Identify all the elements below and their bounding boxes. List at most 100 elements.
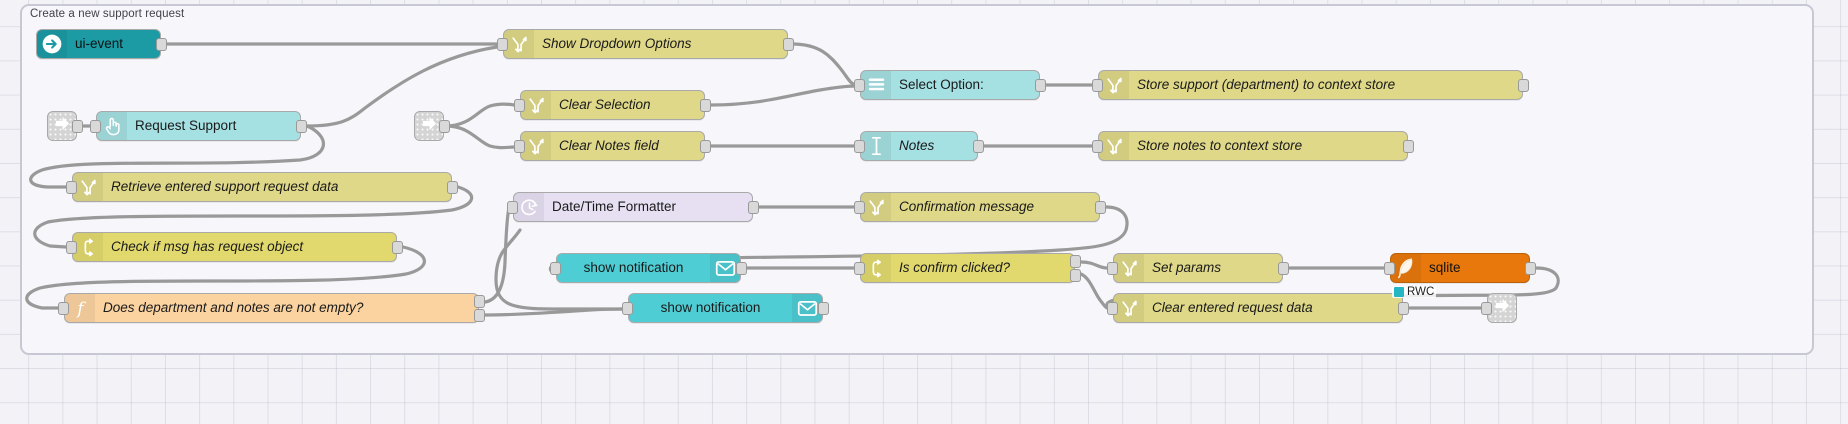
status-badge-sqlite-status: RWC	[1392, 286, 1437, 298]
port-output-show-dropdown-0[interactable]	[783, 38, 794, 51]
node-confirmation[interactable]: Confirmation message	[860, 192, 1100, 222]
port-input-show-notif-2[interactable]	[622, 302, 633, 315]
node-set-params[interactable]: Set params	[1113, 253, 1283, 283]
port-input-datetime-fmt[interactable]	[507, 201, 518, 214]
port-input-show-dropdown[interactable]	[497, 38, 508, 51]
port-input-does-dept-notes[interactable]	[58, 302, 69, 315]
port-input-clear-notes[interactable]	[514, 140, 525, 153]
port-input-set-params[interactable]	[1107, 262, 1118, 275]
node-ui-event[interactable]: ui-event	[36, 29, 161, 59]
port-output-notes-0[interactable]	[973, 140, 984, 153]
port-output-clear-entered-0[interactable]	[1398, 302, 1409, 315]
change-icon	[1099, 132, 1129, 160]
node-label: Clear entered request data	[1152, 301, 1313, 315]
port-input-is-confirm[interactable]	[854, 262, 865, 275]
port-output-store-notes-0[interactable]	[1403, 140, 1414, 153]
node-label: Confirmation message	[899, 200, 1035, 214]
change-icon	[1099, 71, 1129, 99]
status-text: RWC	[1407, 286, 1435, 298]
node-clear-notes[interactable]: Clear Notes field	[520, 131, 705, 161]
link-in-icon	[419, 113, 440, 139]
node-label: Does department and notes are not empty?	[103, 301, 364, 315]
feather-icon	[1391, 254, 1421, 282]
node-store-notes[interactable]: Store notes to context store	[1098, 131, 1408, 161]
node-label: Select Option:	[899, 78, 984, 92]
port-input-select-option[interactable]	[854, 79, 865, 92]
text-cursor-icon	[861, 132, 891, 160]
link-in-icon	[52, 113, 73, 139]
port-output-retrieve-data-0[interactable]	[447, 181, 458, 194]
port-output-link-in-request[interactable]	[72, 120, 83, 133]
link-out-icon	[1492, 295, 1513, 321]
node-clear-entered[interactable]: Clear entered request data	[1113, 293, 1403, 323]
port-output-does-dept-notes-0[interactable]	[474, 295, 485, 308]
wire-retrieve-checkmsg	[33, 185, 474, 249]
status-dot-icon	[1394, 287, 1404, 297]
port-input-clear-entered[interactable]	[1107, 302, 1118, 315]
port-input-retrieve-data[interactable]	[66, 181, 77, 194]
node-show-notif-1[interactable]: show notification	[556, 253, 741, 283]
node-label: Set params	[1152, 261, 1222, 275]
port-input-store-support[interactable]	[1092, 79, 1103, 92]
node-datetime-fmt[interactable]: Date/Time Formatter	[513, 192, 753, 222]
port-input-request-support[interactable]	[90, 120, 101, 133]
port-output-clear-notes-0[interactable]	[700, 140, 711, 153]
port-output-is-confirm-0[interactable]	[1070, 255, 1081, 268]
port-output-show-notif-1-0[interactable]	[736, 262, 747, 275]
switch-icon	[861, 254, 891, 282]
arrow-circle-icon	[37, 30, 67, 58]
node-check-msg[interactable]: Check if msg has request object	[72, 232, 397, 262]
port-output-show-notif-2-0[interactable]	[818, 302, 829, 315]
port-input-sqlite[interactable]	[1384, 262, 1395, 275]
svg-text:f: f	[75, 299, 86, 318]
node-label: Clear Notes field	[559, 139, 659, 153]
port-output-confirmation-0[interactable]	[1095, 201, 1106, 214]
port-output-set-params-0[interactable]	[1278, 262, 1289, 275]
node-is-confirm[interactable]: Is confirm clicked?	[860, 253, 1075, 283]
change-icon	[521, 91, 551, 119]
port-input-clear-selection[interactable]	[514, 99, 525, 112]
change-icon	[73, 173, 103, 201]
port-output-link-in-clear[interactable]	[439, 120, 450, 133]
node-clear-selection[interactable]: Clear Selection	[520, 90, 705, 120]
port-output-check-msg-0[interactable]	[392, 241, 403, 254]
port-input-confirmation[interactable]	[854, 201, 865, 214]
flow-group-label: Create a new support request	[30, 8, 185, 20]
port-output-store-support-0[interactable]	[1518, 79, 1529, 92]
node-does-dept-notes[interactable]: f Does department and notes are not empty…	[64, 293, 479, 323]
node-link-out-end[interactable]	[1487, 293, 1517, 323]
port-output-sqlite-0[interactable]	[1525, 262, 1536, 275]
port-output-datetime-fmt-0[interactable]	[748, 201, 759, 214]
change-icon	[521, 132, 551, 160]
port-output-does-dept-notes-1[interactable]	[474, 309, 485, 322]
node-label: Clear Selection	[559, 98, 651, 112]
node-label: show notification	[583, 261, 684, 275]
node-show-dropdown[interactable]: Show Dropdown Options	[503, 29, 788, 59]
port-input-show-notif-1[interactable]	[550, 262, 561, 275]
port-input-link-out-end[interactable]	[1481, 302, 1492, 315]
node-retrieve-data[interactable]: Retrieve entered support request data	[72, 172, 452, 202]
port-output-is-confirm-1[interactable]	[1070, 269, 1081, 282]
wire-isconfirm-setparams	[1079, 260, 1109, 270]
port-output-select-option-0[interactable]	[1035, 79, 1046, 92]
node-link-in-request[interactable]	[47, 111, 77, 141]
node-show-notif-2[interactable]: show notification	[628, 293, 823, 323]
wire-clearselection-selectoption	[709, 84, 858, 107]
node-select-option[interactable]: Select Option:	[860, 70, 1040, 100]
port-output-ui-event-0[interactable]	[156, 38, 167, 51]
node-request-support[interactable]: Request Support	[96, 111, 301, 141]
port-input-notes[interactable]	[854, 140, 865, 153]
envelope-icon	[792, 294, 822, 322]
node-store-support[interactable]: Store support (department) to context st…	[1098, 70, 1523, 100]
port-output-clear-selection-0[interactable]	[700, 99, 711, 112]
node-label: Date/Time Formatter	[552, 200, 677, 214]
node-notes[interactable]: Notes	[860, 131, 978, 161]
node-label: sqlite	[1429, 261, 1461, 275]
port-output-request-support-0[interactable]	[296, 120, 307, 133]
node-label: Notes	[899, 139, 935, 153]
port-input-store-notes[interactable]	[1092, 140, 1103, 153]
port-input-check-msg[interactable]	[66, 241, 77, 254]
node-sqlite[interactable]: sqlite	[1390, 253, 1530, 283]
